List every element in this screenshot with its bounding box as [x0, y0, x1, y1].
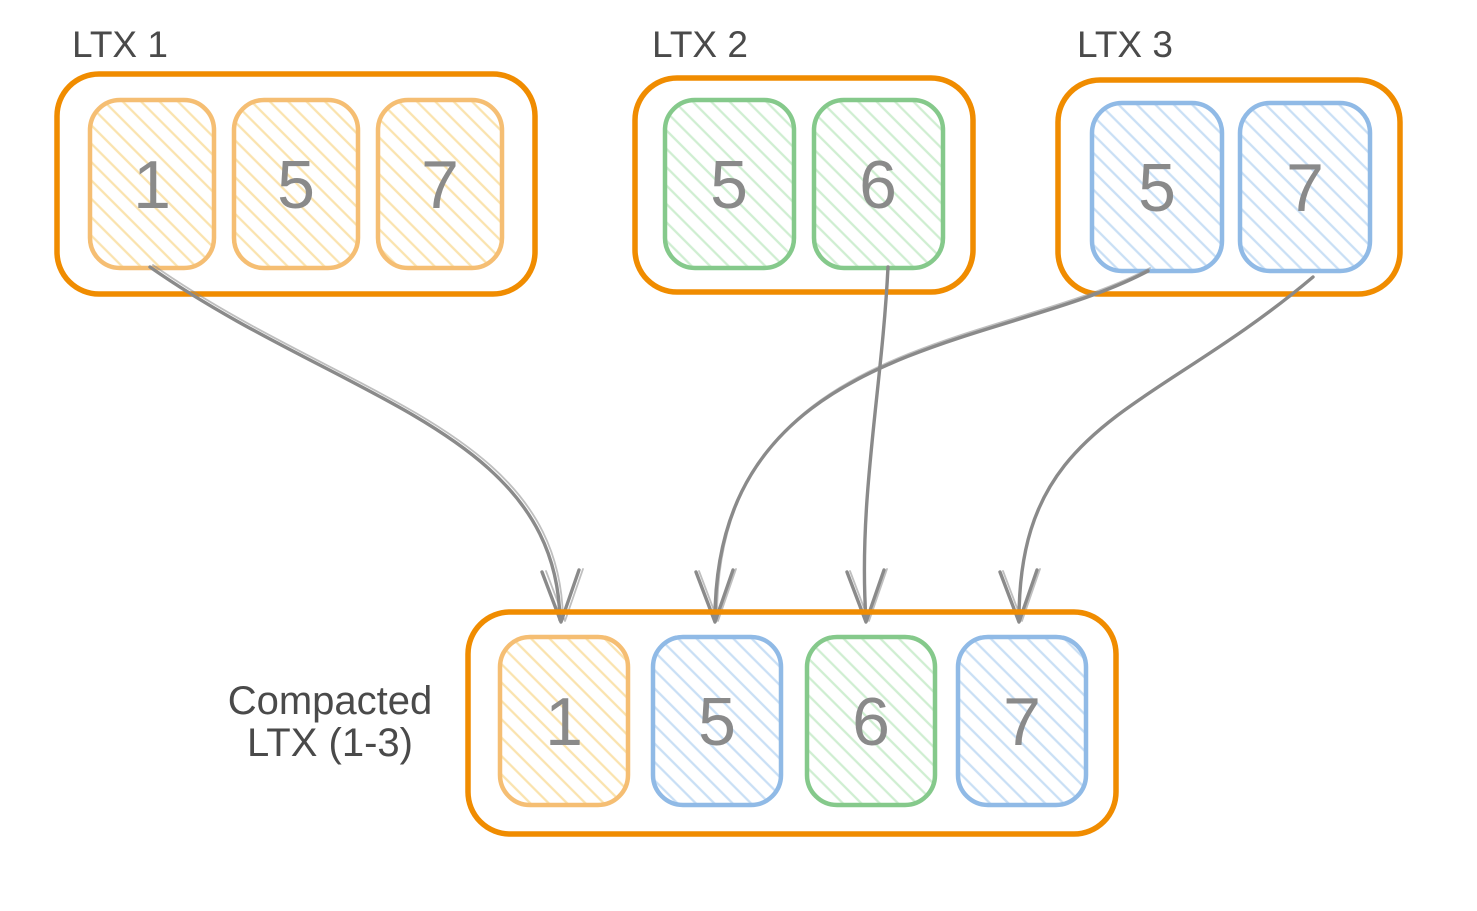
ltx2-cell-5 [662, 97, 797, 271]
group-compacted-box [465, 609, 1119, 837]
group-ltx1-box [54, 71, 538, 297]
ltx2-cell-5-number: 5 [710, 147, 748, 223]
ltx2-cell-6-number: 6 [859, 147, 897, 223]
ltx3-cell-7-number: 7 [1286, 150, 1324, 226]
group-ltx2: LTX 2 5 6 [632, 24, 976, 295]
ltx1-cell-5 [231, 97, 361, 271]
ltx3-cell-7 [1237, 100, 1373, 274]
group-ltx3: LTX 3 5 7 [1055, 24, 1403, 297]
ltx1-cell-7 [375, 97, 505, 271]
compacted-cell-7-number: 7 [1003, 684, 1041, 760]
group-ltx1: LTX 1 1 5 7 [54, 24, 538, 297]
ltx1-cell-1-number: 1 [133, 147, 171, 223]
group-ltx2-box [632, 75, 976, 295]
arrow-ltx3-7-to-compacted-7 [998, 275, 1315, 624]
ltx1-cell-7-number: 7 [421, 147, 459, 223]
group-ltx3-box [1055, 77, 1403, 297]
compacted-cell-7 [955, 634, 1089, 808]
compacted-label-line2: LTX (1-3) [247, 721, 413, 765]
arrows [148, 264, 1315, 624]
arrow-ltx2-6-to-compacted-6 [845, 265, 890, 624]
compacted-cell-5-number: 5 [698, 684, 736, 760]
compacted-cell-6 [804, 634, 938, 808]
group-compacted: Compacted LTX (1-3) 1 5 6 7 [228, 609, 1119, 837]
group-ltx1-label: LTX 1 [72, 24, 168, 65]
compacted-cell-1 [497, 634, 631, 808]
ltx3-cell-5-number: 5 [1138, 150, 1176, 226]
compacted-cell-6-number: 6 [852, 684, 890, 760]
compacted-label-line1: Compacted [228, 679, 433, 723]
arrow-ltx3-5-to-compacted-5 [694, 267, 1151, 624]
compacted-cell-1-number: 1 [545, 684, 583, 760]
ltx3-cell-5 [1089, 100, 1225, 274]
group-ltx3-label: LTX 3 [1077, 24, 1173, 65]
group-ltx2-label: LTX 2 [652, 24, 748, 65]
arrow-ltx1-1-to-compacted-1 [148, 264, 584, 624]
compacted-cell-5 [650, 634, 784, 808]
ltx1-cell-5-number: 5 [277, 147, 315, 223]
ltx2-cell-6 [811, 97, 946, 271]
